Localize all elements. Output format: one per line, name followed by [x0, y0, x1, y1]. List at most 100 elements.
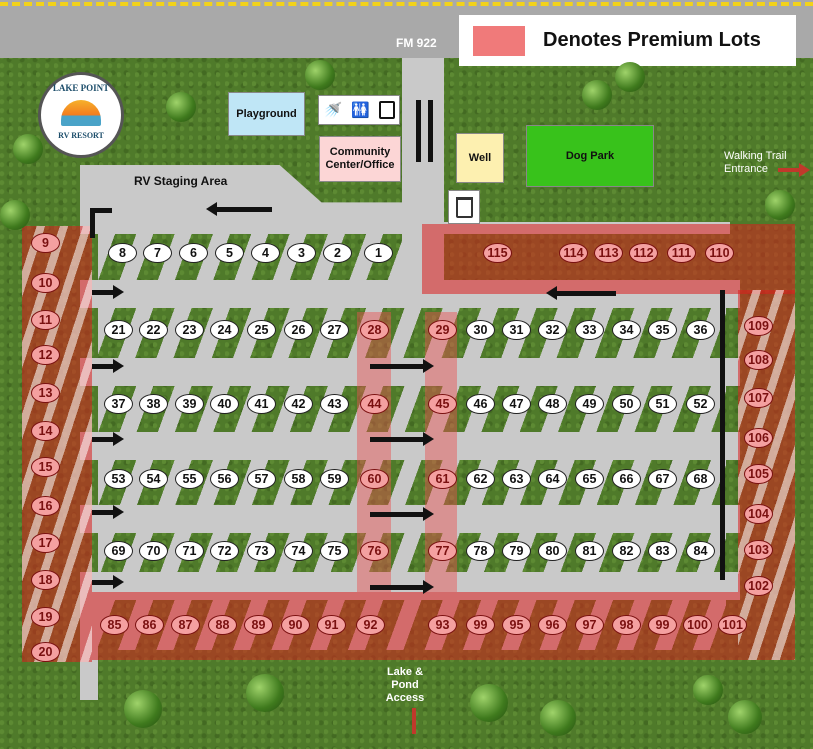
lot-marker[interactable]: 81 [575, 541, 604, 561]
lot-marker[interactable]: 76 [360, 541, 389, 561]
lot-marker[interactable]: 17 [31, 533, 60, 553]
lot-marker[interactable]: 56 [210, 469, 239, 489]
lot-marker[interactable]: 112 [629, 243, 658, 263]
lot-marker[interactable]: 78 [466, 541, 495, 561]
lot-marker[interactable]: 102 [744, 576, 773, 596]
lot-marker[interactable]: 37 [104, 394, 133, 414]
lot-marker[interactable]: 105 [744, 464, 773, 484]
lot-marker[interactable]: 14 [31, 421, 60, 441]
lot-marker[interactable]: 21 [104, 320, 133, 340]
lot-marker[interactable]: 98 [612, 615, 641, 635]
lot-marker[interactable]: 4 [251, 243, 280, 263]
lot-marker[interactable]: 23 [175, 320, 204, 340]
lot-marker[interactable]: 9 [31, 233, 60, 253]
lot-marker[interactable]: 13 [31, 383, 60, 403]
lot-marker[interactable]: 103 [744, 540, 773, 560]
lot-marker[interactable]: 68 [686, 469, 715, 489]
lot-marker[interactable]: 111 [667, 243, 696, 263]
lot-marker[interactable]: 99 [648, 615, 677, 635]
lot-marker[interactable]: 40 [210, 394, 239, 414]
lot-marker[interactable]: 93 [428, 615, 457, 635]
lot-marker[interactable]: 101 [718, 615, 747, 635]
lot-marker[interactable]: 5 [215, 243, 244, 263]
lot-marker[interactable]: 71 [175, 541, 204, 561]
lot-marker[interactable]: 79 [502, 541, 531, 561]
lot-marker[interactable]: 36 [686, 320, 715, 340]
lot-marker[interactable]: 52 [686, 394, 715, 414]
lot-marker[interactable]: 114 [559, 243, 588, 263]
lot-marker[interactable]: 31 [502, 320, 531, 340]
lot-marker[interactable]: 44 [360, 394, 389, 414]
lot-marker[interactable]: 42 [284, 394, 313, 414]
lot-marker[interactable]: 99 [466, 615, 495, 635]
lot-marker[interactable]: 108 [744, 350, 773, 370]
lot-marker[interactable]: 2 [323, 243, 352, 263]
lot-marker[interactable]: 107 [744, 388, 773, 408]
lot-marker[interactable]: 22 [139, 320, 168, 340]
lot-marker[interactable]: 58 [284, 469, 313, 489]
lot-marker[interactable]: 75 [320, 541, 349, 561]
lot-marker[interactable]: 28 [360, 320, 389, 340]
lot-marker[interactable]: 96 [538, 615, 567, 635]
lot-marker[interactable]: 38 [139, 394, 168, 414]
lot-marker[interactable]: 54 [139, 469, 168, 489]
lot-marker[interactable]: 20 [31, 642, 60, 662]
lot-marker[interactable]: 48 [538, 394, 567, 414]
lot-marker[interactable]: 95 [502, 615, 531, 635]
lot-marker[interactable]: 55 [175, 469, 204, 489]
lot-marker[interactable]: 8 [108, 243, 137, 263]
lot-marker[interactable]: 35 [648, 320, 677, 340]
lot-marker[interactable]: 50 [612, 394, 641, 414]
lot-marker[interactable]: 84 [686, 541, 715, 561]
lot-marker[interactable]: 63 [502, 469, 531, 489]
lot-marker[interactable]: 69 [104, 541, 133, 561]
lot-marker[interactable]: 11 [31, 310, 60, 330]
lot-marker[interactable]: 80 [538, 541, 567, 561]
lot-marker[interactable]: 106 [744, 428, 773, 448]
lot-marker[interactable]: 59 [320, 469, 349, 489]
lot-marker[interactable]: 46 [466, 394, 495, 414]
lot-marker[interactable]: 88 [208, 615, 237, 635]
lot-marker[interactable]: 64 [538, 469, 567, 489]
lot-marker[interactable]: 33 [575, 320, 604, 340]
lot-marker[interactable]: 110 [705, 243, 734, 263]
lot-marker[interactable]: 32 [538, 320, 567, 340]
lot-marker[interactable]: 90 [281, 615, 310, 635]
lot-marker[interactable]: 65 [575, 469, 604, 489]
lot-marker[interactable]: 66 [612, 469, 641, 489]
lot-marker[interactable]: 72 [210, 541, 239, 561]
lot-marker[interactable]: 89 [244, 615, 273, 635]
lot-marker[interactable]: 47 [502, 394, 531, 414]
lot-marker[interactable]: 92 [356, 615, 385, 635]
lot-marker[interactable]: 61 [428, 469, 457, 489]
lot-marker[interactable]: 74 [284, 541, 313, 561]
lot-marker[interactable]: 15 [31, 457, 60, 477]
lot-marker[interactable]: 29 [428, 320, 457, 340]
lot-marker[interactable]: 53 [104, 469, 133, 489]
lot-marker[interactable]: 51 [648, 394, 677, 414]
lot-marker[interactable]: 73 [247, 541, 276, 561]
lot-marker[interactable]: 49 [575, 394, 604, 414]
lot-marker[interactable]: 67 [648, 469, 677, 489]
lot-marker[interactable]: 104 [744, 504, 773, 524]
lot-marker[interactable]: 85 [100, 615, 129, 635]
lot-marker[interactable]: 62 [466, 469, 495, 489]
lot-marker[interactable]: 18 [31, 570, 60, 590]
lot-marker[interactable]: 10 [31, 273, 60, 293]
lot-marker[interactable]: 30 [466, 320, 495, 340]
lot-marker[interactable]: 115 [483, 243, 512, 263]
lot-marker[interactable]: 87 [171, 615, 200, 635]
lot-marker[interactable]: 83 [648, 541, 677, 561]
lot-marker[interactable]: 24 [210, 320, 239, 340]
lot-marker[interactable]: 109 [744, 316, 773, 336]
lot-marker[interactable]: 41 [247, 394, 276, 414]
lot-marker[interactable]: 60 [360, 469, 389, 489]
lot-marker[interactable]: 45 [428, 394, 457, 414]
lot-marker[interactable]: 86 [135, 615, 164, 635]
lot-marker[interactable]: 12 [31, 345, 60, 365]
lot-marker[interactable]: 27 [320, 320, 349, 340]
lot-marker[interactable]: 34 [612, 320, 641, 340]
lot-marker[interactable]: 70 [139, 541, 168, 561]
lot-marker[interactable]: 6 [179, 243, 208, 263]
lot-marker[interactable]: 7 [143, 243, 172, 263]
